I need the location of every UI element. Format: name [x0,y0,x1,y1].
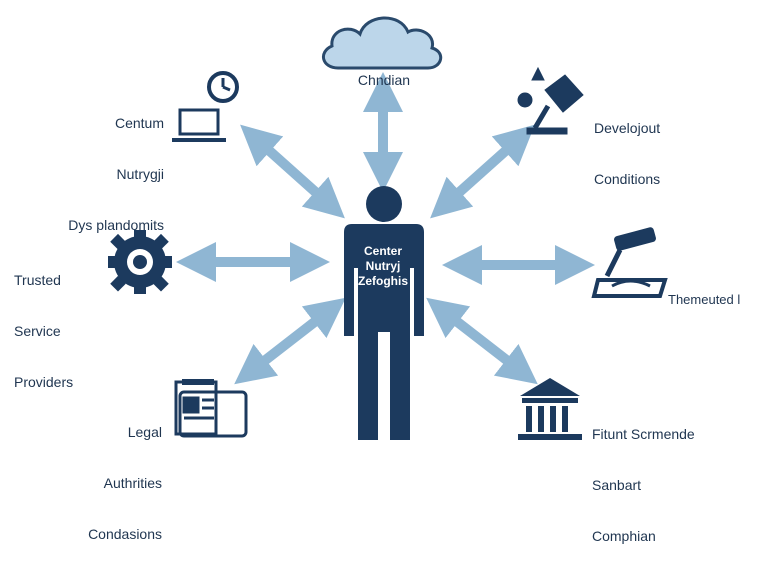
diagram-canvas [108,16,668,440]
bottom-left-label-line-2: Authrities [103,475,162,491]
cloud-label: Chndian [338,38,430,106]
top-left-label-line-3: Dys plandomits [68,217,164,233]
bottom-right-label-line-3: Comphian [592,528,656,544]
person-body-line-2: Nutryj [365,259,401,273]
person-figure [344,186,424,440]
top-right-label-line-2: Conditions [594,171,661,187]
document-stack-icon [174,379,248,438]
arrow-top-right [430,124,535,219]
person-body-line-1: Center [363,244,402,258]
bottom-right-label: Fitunt Scrmende Sanbart Comphian [592,392,762,562]
mid-right-label: Themeuted l [668,257,764,325]
top-right-label-line-1: Develojout [594,120,661,136]
cloud-label-line: Chndian [357,72,411,88]
top-right-label: Develojout Conditions [594,86,714,205]
bottom-right-label-line-2: Sanbart [592,477,642,493]
person-body-line-3: Zefoghis [358,274,408,288]
mid-left-label-line-2: Service [14,323,61,339]
gear-icon [108,230,172,294]
bottom-left-label-line-1: Legal [127,424,162,440]
mid-right-label-line: Themeuted l [668,292,741,307]
top-left-label-line-2: Nutrygji [116,166,164,182]
courthouse-icon [518,378,582,440]
settings-arm-icon [517,66,584,135]
person-body-text: Center Nutryj Zefoghis [338,244,428,289]
laptop-icon [172,71,239,142]
bottom-left-label: Legal Authrities Condasions [40,390,162,560]
mid-left-label-line-1: Trusted [14,272,61,288]
arrow-bottom-left [234,297,346,385]
connection-arrows [176,72,595,385]
gavel-icon [591,227,668,298]
top-left-label: Centum Nutrygji Dys plandomits [40,81,164,251]
arrow-bottom-right [426,297,538,385]
cloud-icon [322,16,443,70]
top-left-label-line-1: Centum [114,115,164,131]
bottom-right-label-line-1: Fitunt Scrmende [592,426,695,442]
arrow-top-left [240,124,345,219]
mid-left-label-line-3: Providers [14,374,74,390]
mid-left-label: Trusted Service Providers [14,238,104,408]
bottom-left-label-line-3: Condasions [88,526,162,542]
